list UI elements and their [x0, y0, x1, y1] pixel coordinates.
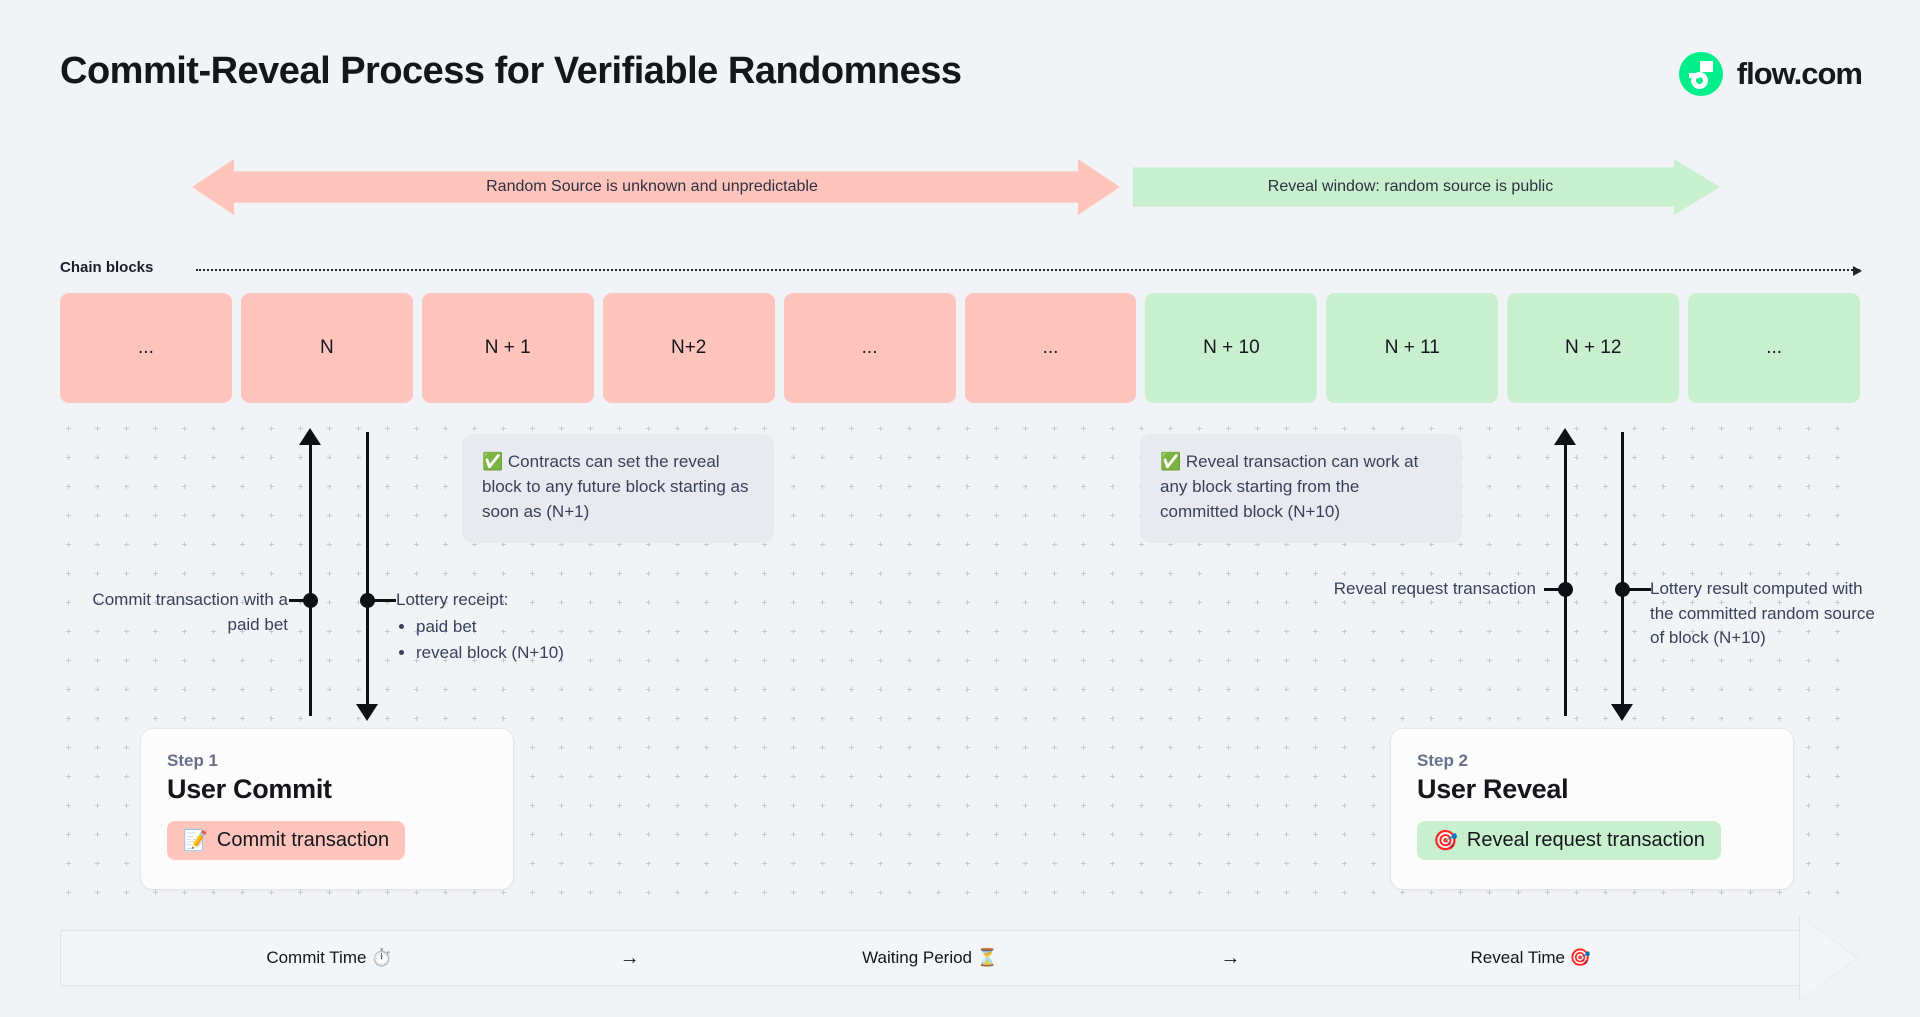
- chain-block[interactable]: N+2: [602, 293, 775, 403]
- white-check-mark-emoji: ✅: [1160, 452, 1182, 471]
- lottery-result-callout: Lottery result computed with the committ…: [1650, 579, 1875, 648]
- chain-block[interactable]: N + 11: [1326, 293, 1499, 403]
- reveal-note: ✅ Reveal transaction can work at any blo…: [1140, 434, 1462, 543]
- step-2-card[interactable]: Step 2 User Reveal 🎯 Reveal request tran…: [1390, 728, 1794, 890]
- reveal-arrow-head-icon: [1554, 428, 1576, 445]
- list-item: paid bet: [416, 615, 686, 640]
- result-arrow-head-icon: [1611, 704, 1633, 721]
- result-arrow-dot: [1615, 582, 1630, 597]
- lottery-receipt-list: paid bet reveal block (N+10): [396, 615, 686, 666]
- chain-block[interactable]: ...: [60, 293, 232, 403]
- timeline-separator-arrow-icon: →: [1220, 946, 1241, 969]
- flow-logo-icon: [1678, 52, 1723, 96]
- banner-reveal-window-label: Reveal window: random source is public: [1267, 178, 1554, 195]
- chain-block[interactable]: N + 12: [1507, 293, 1680, 403]
- contracts-note: ✅ Contracts can set the reveal block to …: [462, 434, 774, 543]
- chain-block[interactable]: N + 1: [421, 293, 594, 403]
- step-1-card[interactable]: Step 1 User Commit 📝 Commit transaction: [140, 728, 514, 890]
- step-1-title: User Commit: [167, 774, 332, 804]
- step-2-label: Step 2: [1417, 751, 1469, 770]
- reveal-note-text: Reveal transaction can work at any block…: [1160, 452, 1419, 521]
- banner-unpredictable: Random Source is unknown and unpredictab…: [192, 159, 1120, 215]
- banner-reveal-window: Reveal window: random source is public: [1133, 159, 1720, 215]
- direct-hit-emoji: 🎯: [1433, 830, 1458, 852]
- receipt-arrow-dot: [360, 593, 375, 608]
- chain-block[interactable]: N: [240, 293, 413, 403]
- timeline-segment-commit-time: Commit Time ⏱️: [266, 948, 393, 967]
- timeline-bar: Commit Time ⏱️ → Waiting Period ⏳ → Reve…: [60, 930, 1800, 986]
- banner-unpredictable-label: Random Source is unknown and unpredictab…: [486, 178, 818, 195]
- brand-name: flow.com: [1736, 56, 1863, 91]
- step-2-title: User Reveal: [1417, 774, 1569, 804]
- commit-arrow-head-icon: [299, 428, 321, 445]
- reveal-request-pill-label: Reveal request transaction: [1466, 829, 1705, 851]
- receipt-arrow-line: [366, 432, 369, 708]
- receipt-arrow-head-icon: [356, 704, 378, 721]
- timeline-segment-waiting-period: Waiting Period ⏳: [862, 948, 998, 967]
- contracts-note-text: Contracts can set the reveal block to an…: [482, 452, 749, 521]
- white-check-mark-emoji: ✅: [482, 452, 504, 471]
- lottery-receipt-callout: Lottery receipt: paid bet reveal block (…: [396, 588, 686, 666]
- chain-block[interactable]: N + 10: [1145, 293, 1318, 403]
- commit-arrow-stub: [289, 599, 311, 602]
- reveal-request-pill[interactable]: 🎯 Reveal request transaction: [1417, 821, 1721, 860]
- list-item: reveal block (N+10): [416, 641, 686, 666]
- chain-axis-arrow-icon: [196, 266, 1862, 276]
- chain-block[interactable]: ...: [783, 293, 956, 403]
- chain-blocks-row: ... N N + 1 N+2 ... ... N + 10 N + 11 N …: [60, 293, 1861, 403]
- commit-arrow-line: [309, 444, 312, 716]
- commit-transaction-pill-label: Commit transaction: [216, 829, 390, 851]
- chain-blocks-label: Chain blocks: [60, 259, 154, 276]
- chain-block[interactable]: ...: [964, 293, 1137, 403]
- receipt-arrow-stub: [374, 599, 396, 602]
- timeline-separator-arrow-icon: →: [619, 946, 640, 969]
- page-title: Commit-Reveal Process for Verifiable Ran…: [60, 50, 962, 92]
- chain-block[interactable]: ...: [1688, 293, 1861, 403]
- reveal-arrow-line: [1564, 444, 1567, 716]
- result-arrow-line: [1621, 432, 1624, 708]
- memo-emoji: 📝: [183, 830, 208, 852]
- result-arrow-stub: [1629, 588, 1651, 591]
- lottery-receipt-title: Lottery receipt:: [396, 590, 509, 609]
- brand-logo: flow.com: [1678, 52, 1863, 96]
- timeline-arrow-icon: [1800, 917, 1857, 999]
- commit-transaction-pill[interactable]: 📝 Commit transaction: [167, 821, 406, 860]
- reveal-request-callout: Reveal request transaction: [1333, 579, 1536, 598]
- commit-transaction-callout: Commit transaction with a paid bet: [92, 590, 288, 634]
- reveal-arrow-stub: [1544, 588, 1566, 591]
- step-1-label: Step 1: [167, 751, 219, 770]
- timeline-segment-reveal-time: Reveal Time 🎯: [1470, 948, 1591, 967]
